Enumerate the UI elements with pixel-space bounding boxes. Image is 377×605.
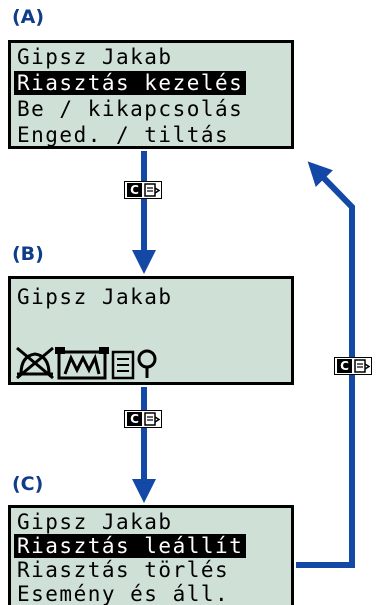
lcd-a-row-3[interactable]: Be / kikapcsolás (17, 97, 244, 121)
message-key-icon (144, 412, 160, 426)
lcd-c-row-4[interactable]: Esemény és áll. (17, 582, 230, 605)
lcd-c-row-2-selected[interactable]: Riasztás leállít (14, 534, 247, 558)
panel-a-tag: (A) (12, 6, 45, 28)
lcd-c-row-3[interactable]: Riasztás törlés (17, 558, 230, 582)
c-key-letter: C (127, 183, 142, 197)
status-icon-bar (16, 346, 157, 380)
c-key-badge-a-to-b: C (124, 181, 162, 199)
location-pin-icon (137, 349, 157, 378)
arrow-c-to-a (296, 161, 355, 568)
lcd-b-row-1: Gipsz Jakab (17, 285, 173, 309)
alarm-off-icon (16, 346, 54, 380)
battery-network-icon (55, 347, 109, 380)
c-key-letter: C (337, 359, 352, 373)
lcd-c-row-1[interactable]: Gipsz Jakab (17, 510, 173, 534)
c-key-badge-b-to-c: C (124, 410, 162, 428)
lcd-a-row-2-selected[interactable]: Riasztás kezelés (14, 71, 247, 95)
document-icon (111, 350, 135, 380)
lcd-a-row-1[interactable]: Gipsz Jakab (17, 45, 173, 69)
panel-b-tag: (B) (12, 243, 44, 265)
c-key-letter: C (127, 412, 142, 426)
lcd-screen-a: Gipsz Jakab Riasztás kezelés Be / kikapc… (8, 40, 294, 149)
lcd-screen-c: Gipsz Jakab Riasztás leállít Riasztás tö… (8, 505, 294, 605)
c-key-badge-c-to-a: C (334, 357, 372, 375)
panel-c-tag: (C) (12, 473, 44, 495)
lcd-a-row-4[interactable]: Enged. / tiltás (17, 123, 230, 147)
message-key-icon (144, 183, 160, 197)
lcd-screen-b: Gipsz Jakab (8, 276, 294, 385)
message-key-icon (354, 359, 370, 373)
